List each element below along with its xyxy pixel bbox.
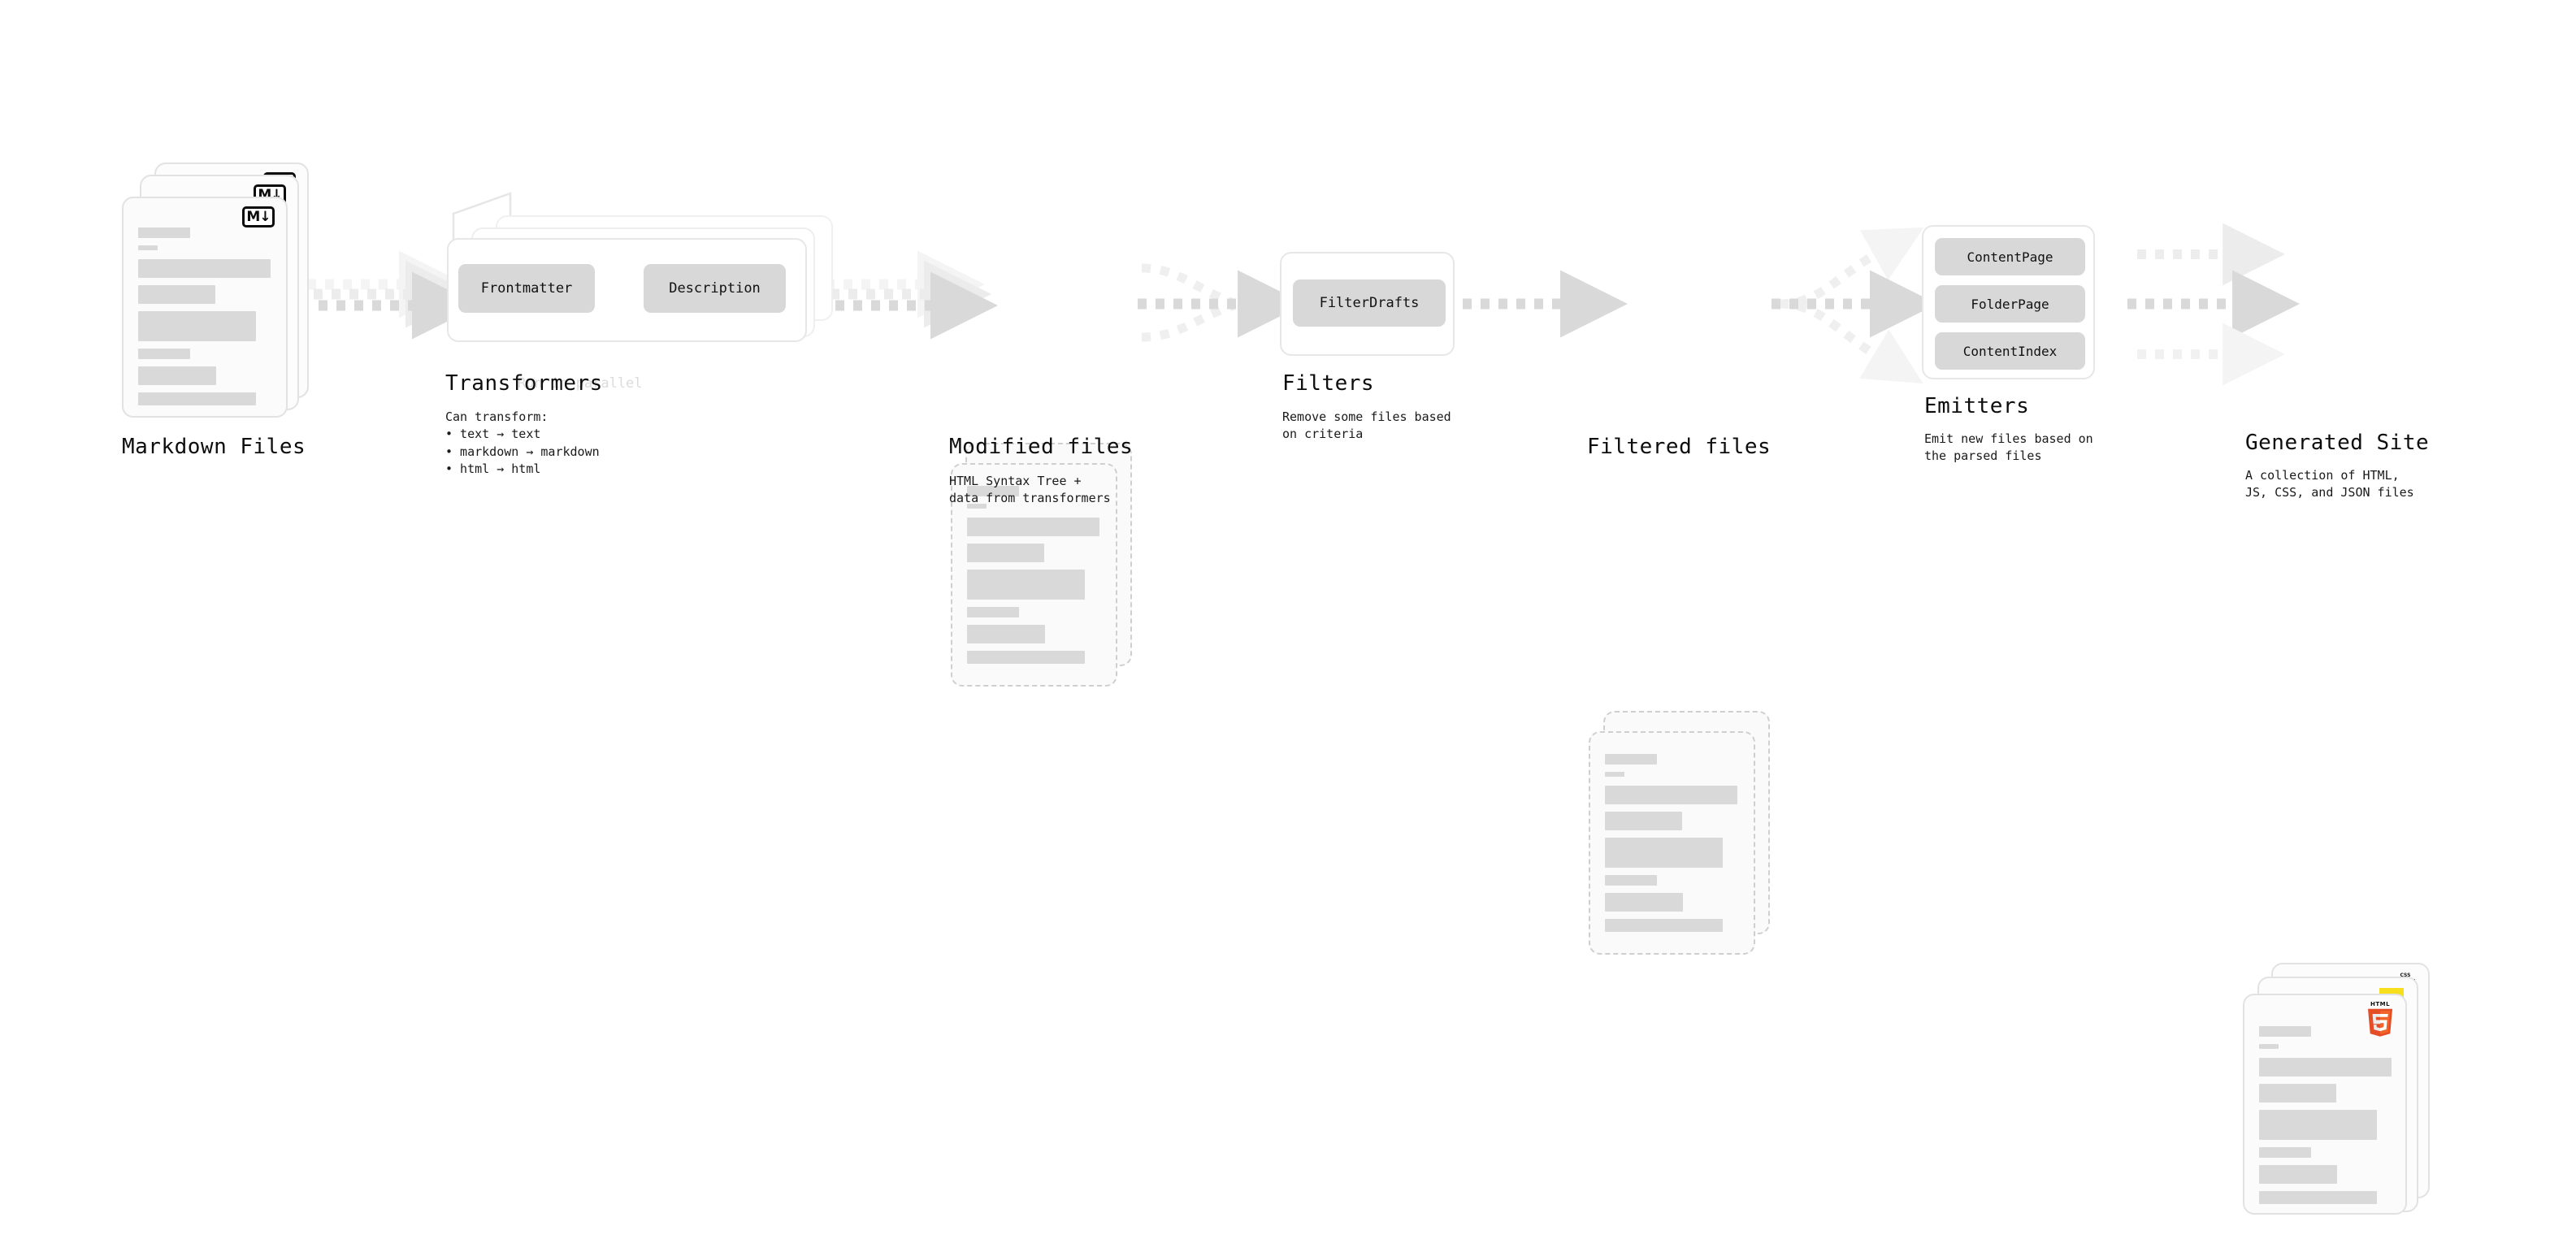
- stage-generated-site: CSS HTML: [2243, 963, 2454, 1239]
- placeholder-bar: [2259, 1026, 2311, 1037]
- markdown-badge-arrow: ↓: [259, 208, 271, 225]
- placeholder-bar: [967, 504, 987, 509]
- transformer-panel-front: Frontmatter Description: [447, 238, 807, 342]
- placeholder-bar: [967, 625, 1045, 643]
- placeholder-bar: [138, 285, 215, 304]
- stage-title-modified-files: Modified files: [949, 435, 1134, 459]
- stage-transformers: Frontmatter Description Run in parallel: [443, 191, 833, 392]
- stage-filtered-files: [1585, 711, 1788, 979]
- placeholder-bar: [967, 570, 1085, 600]
- connector-filtered-to-emitters: [1772, 227, 1937, 383]
- placeholder-bar: [1605, 919, 1723, 932]
- markdown-card-front: M↓: [122, 197, 288, 418]
- placeholder-bar: [967, 544, 1044, 562]
- stage-title-filters: Filters: [1282, 371, 1375, 396]
- placeholder-bar: [138, 311, 256, 341]
- connector-emitters-to-site: [2127, 223, 2300, 386]
- placeholder-bar: [1605, 754, 1657, 765]
- stage-subtitle-emitters: Emit new files based on the parsed files: [1924, 431, 2093, 464]
- connector-markdown-to-transformers: [307, 250, 479, 340]
- connector-modified-to-filters: [1138, 263, 1305, 342]
- markdown-badge-text: M: [246, 208, 260, 225]
- placeholder-bar: [2259, 1191, 2377, 1204]
- placeholder-bar: [2259, 1110, 2377, 1140]
- stage-title-generated-site: Generated Site: [2245, 431, 2430, 455]
- stage-title-transformers: Transformers: [445, 371, 603, 396]
- placeholder-bar: [2259, 1044, 2279, 1049]
- placeholder-bar: [1605, 812, 1682, 830]
- filter-pill-filterdrafts[interactable]: FilterDrafts: [1293, 279, 1446, 327]
- transformer-pill-description[interactable]: Description: [644, 264, 786, 313]
- filtered-card-front: [1589, 731, 1755, 955]
- placeholder-bar: [2259, 1084, 2336, 1103]
- diagram-canvas: M↓ M↓ M↓ Ma: [122, 162, 2430, 1215]
- stage-emitters: ContentPage FolderPage ContentIndex: [1922, 225, 2109, 388]
- site-card-front: HTML: [2243, 994, 2407, 1215]
- markdown-badge: M↓: [242, 206, 275, 227]
- run-in-parallel-label: Run in parallel: [518, 375, 643, 392]
- emitter-pill-contentindex[interactable]: ContentIndex: [1935, 332, 2085, 370]
- placeholder-bar: [1605, 838, 1723, 868]
- placeholder-bar: [138, 245, 158, 250]
- placeholder-bar: [2259, 1147, 2311, 1158]
- placeholder-bar: [138, 349, 190, 359]
- placeholder-bar: [138, 366, 216, 385]
- stage-title-filtered-files: Filtered files: [1587, 435, 1772, 459]
- placeholder-bar: [1605, 875, 1657, 886]
- stage-subtitle-transformers: Can transform: • text → text • markdown …: [445, 409, 600, 476]
- placeholder-bar: [967, 486, 1019, 496]
- placeholder-bar: [1605, 772, 1624, 777]
- stage-title-emitters: Emitters: [1924, 394, 2030, 418]
- stage-modified-files: [947, 443, 1150, 711]
- placeholder-bar: [138, 259, 271, 278]
- placeholder-bar: [2259, 1058, 2392, 1077]
- placeholder-bar: [1605, 786, 1737, 804]
- placeholder-bar: [967, 518, 1099, 536]
- stage-markdown-files: M↓ M↓ M↓: [122, 162, 317, 431]
- emitter-pill-contentpage[interactable]: ContentPage: [1935, 238, 2085, 275]
- placeholder-bar: [138, 227, 190, 238]
- markdown-card-body: [138, 227, 271, 413]
- placeholder-bar: [967, 651, 1085, 664]
- html5-icon-label: HTML: [2370, 1001, 2391, 1007]
- emitter-pill-folderpage[interactable]: FolderPage: [1935, 285, 2085, 323]
- site-card-body: [2259, 1026, 2392, 1211]
- filtered-card-body: [1605, 754, 1739, 939]
- placeholder-bar: [138, 392, 256, 405]
- transformer-pill-frontmatter[interactable]: Frontmatter: [458, 264, 595, 313]
- connector-transformers-to-modified: [826, 250, 998, 340]
- stage-filters: FilterDrafts: [1280, 252, 1459, 362]
- emitters-panel: ContentPage FolderPage ContentIndex: [1922, 225, 2095, 379]
- stage-subtitle-modified-files: HTML Syntax Tree + data from transformer…: [949, 474, 1111, 506]
- filters-panel: FilterDrafts: [1280, 252, 1455, 356]
- stage-subtitle-filters: Remove some files based on criteria: [1282, 409, 1451, 442]
- placeholder-bar: [2259, 1165, 2337, 1184]
- placeholder-bar: [1605, 893, 1683, 912]
- stage-subtitle-generated-site: A collection of HTML, JS, CSS, and JSON …: [2245, 468, 2414, 500]
- modified-card-front: [951, 463, 1117, 687]
- stage-title-markdown-files: Markdown Files: [122, 435, 306, 459]
- placeholder-bar: [967, 607, 1019, 617]
- modified-card-body: [967, 486, 1101, 671]
